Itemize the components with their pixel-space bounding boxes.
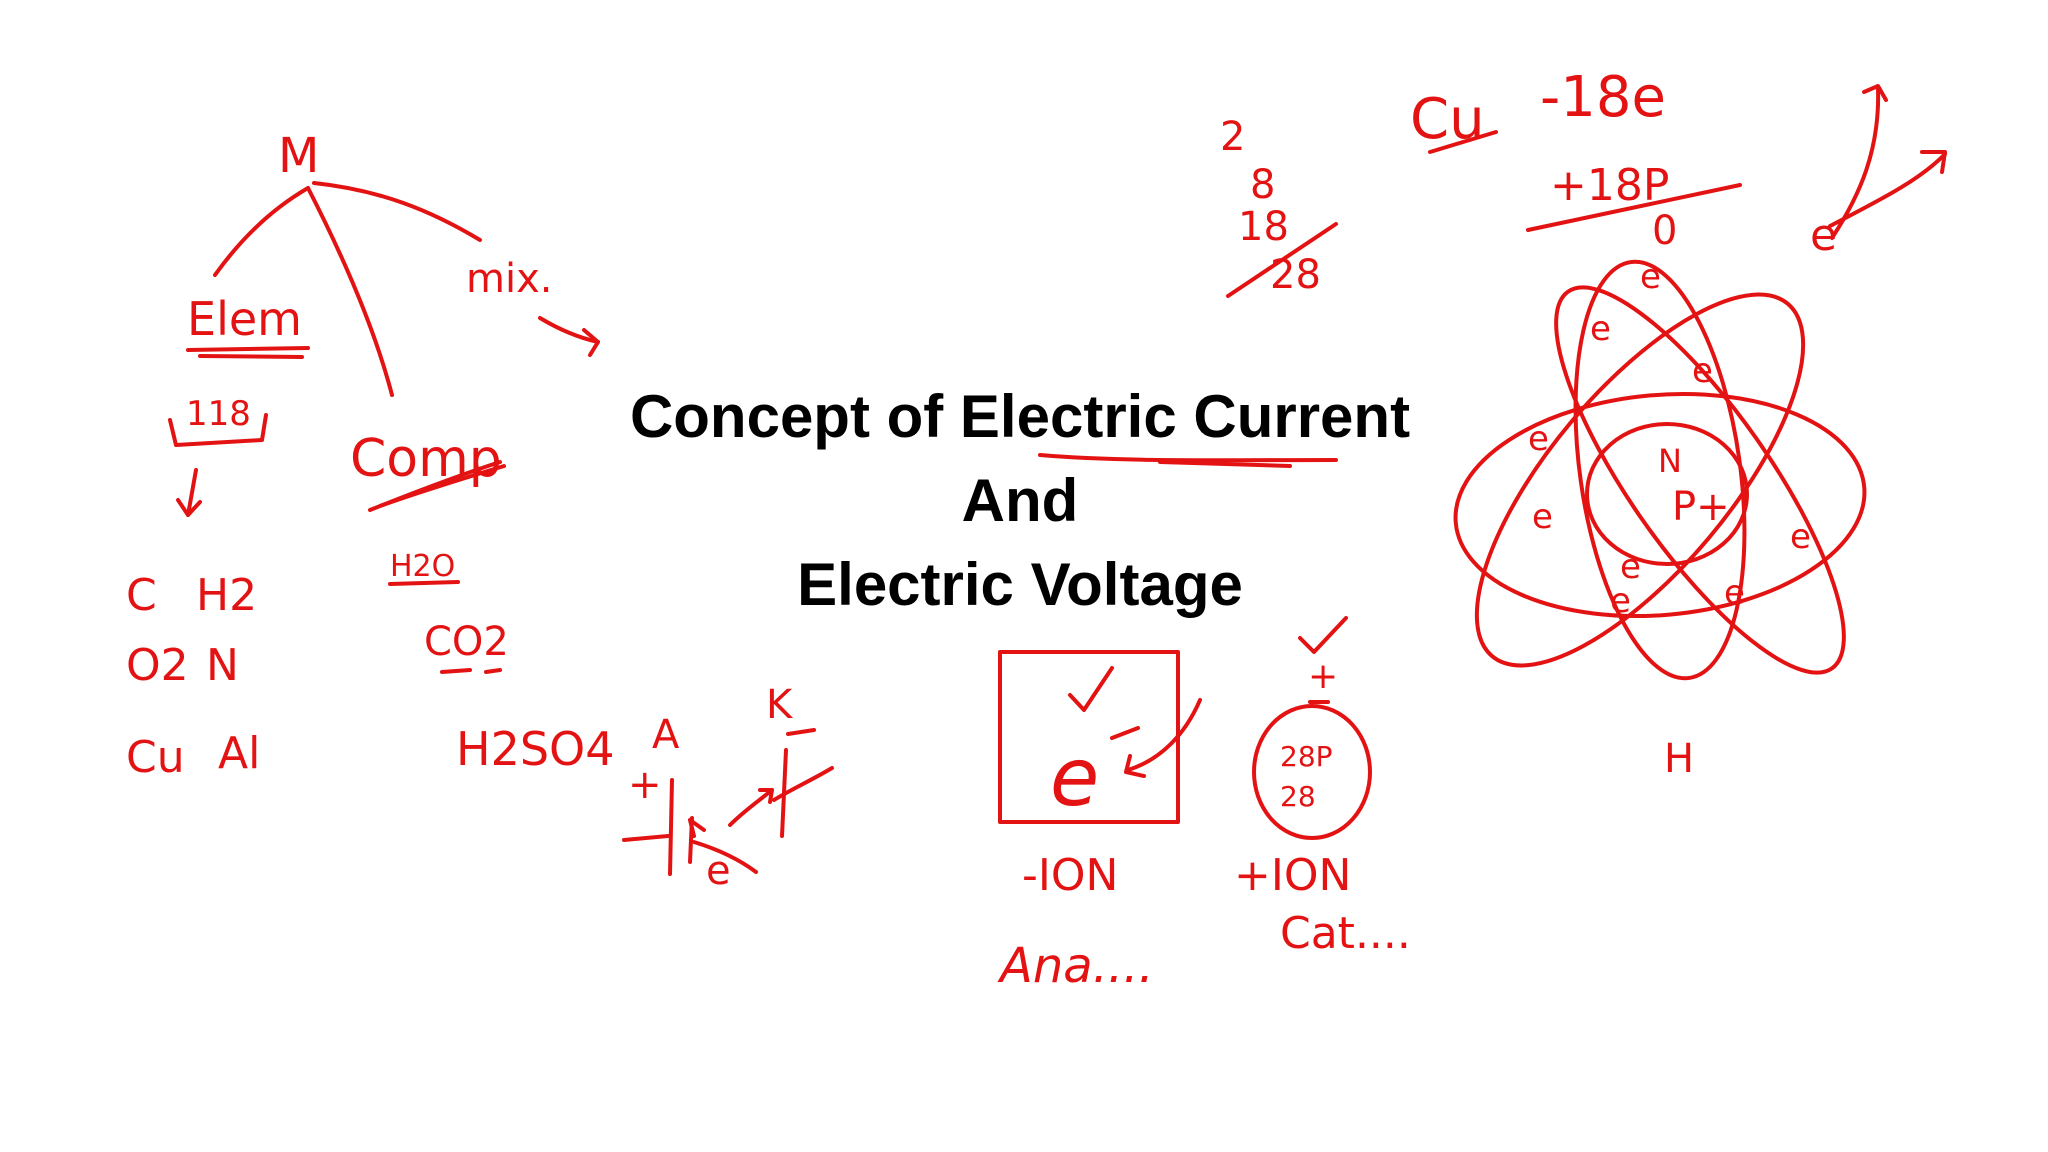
element-example-o2: O2 bbox=[126, 640, 189, 691]
anion-checkmark bbox=[1068, 666, 1114, 712]
tree-branch-element bbox=[213, 186, 310, 277]
element-example-al: Al bbox=[218, 728, 260, 779]
title-line-3: Electric Voltage bbox=[797, 551, 1243, 618]
tree-branch-compound bbox=[306, 186, 394, 397]
orbit-diagonal-2 bbox=[1554, 285, 1846, 675]
nucleus-circle bbox=[1585, 422, 1749, 566]
electron-label: e bbox=[706, 848, 731, 894]
slide-title: Concept of Electric Current And Electric… bbox=[560, 375, 1480, 627]
copper-charge: Cu -18e +18P 0 bbox=[1410, 65, 1742, 254]
element-down-arrowhead bbox=[176, 498, 202, 517]
element-underline-2 bbox=[198, 354, 304, 359]
cation-nucleus-bottom: 28 bbox=[1280, 780, 1316, 813]
copper-underline bbox=[1428, 130, 1498, 154]
element-example-n: N bbox=[206, 640, 239, 691]
electrode-sketch: A K + e bbox=[622, 682, 834, 894]
shell-3: 18 bbox=[1238, 204, 1289, 250]
anode-plate bbox=[668, 778, 674, 876]
title-line-1: Concept of Electric Current bbox=[629, 383, 1411, 450]
orbit-electron-4: e bbox=[1528, 419, 1549, 459]
element-underline bbox=[186, 346, 310, 352]
shell-total: 28 bbox=[1270, 252, 1321, 298]
orbit-electron-7: e bbox=[1610, 581, 1631, 621]
electron-escape-right bbox=[1828, 152, 1947, 228]
atom-model: N P+ e e e e e e e e e e H bbox=[1453, 84, 1947, 782]
element-example-cu: Cu bbox=[126, 732, 185, 783]
matter-root-label: M bbox=[278, 128, 319, 184]
orbit-electron-2: e bbox=[1590, 309, 1611, 349]
electron-arrowhead bbox=[688, 818, 706, 838]
shell-2: 8 bbox=[1250, 162, 1275, 208]
anion-minus bbox=[1110, 726, 1140, 740]
cation-label: +ION bbox=[1234, 850, 1351, 901]
cation-checkmark bbox=[1298, 616, 1348, 654]
element-example-h2: H2 bbox=[196, 570, 257, 621]
anion-label: -ION bbox=[1022, 850, 1118, 901]
electron-escape-up bbox=[1830, 86, 1881, 240]
title-underline bbox=[1038, 453, 1338, 463]
escape-right-head bbox=[1920, 150, 1947, 174]
tree-branch-mixture bbox=[312, 181, 482, 242]
co2-underline bbox=[440, 668, 502, 674]
h2o-underline bbox=[388, 580, 460, 586]
shell-1: 2 bbox=[1220, 114, 1245, 160]
anion-name: Ana.... bbox=[997, 938, 1154, 994]
orbit-electron-1: e bbox=[1640, 257, 1661, 297]
title-underline-2 bbox=[1158, 460, 1292, 468]
mixture-arrowhead bbox=[582, 328, 600, 357]
anion-electron-symbol: e bbox=[1050, 731, 1099, 824]
escape-up-head bbox=[1862, 84, 1888, 102]
compound-label: Comp bbox=[350, 429, 502, 489]
orbit-diagonal-1 bbox=[1474, 292, 1806, 668]
copper-net: 0 bbox=[1652, 208, 1677, 254]
hydrogen-label: H bbox=[1664, 736, 1694, 782]
compound-underline-2 bbox=[378, 464, 506, 508]
shell-sum: 2 8 18 28 bbox=[1220, 114, 1338, 298]
shell-sum-line bbox=[1226, 222, 1338, 298]
compound-example-h2so4: H2SO4 bbox=[456, 722, 615, 776]
orbit-electron-3: e bbox=[1692, 351, 1713, 391]
element-down-arrow bbox=[186, 468, 198, 517]
copper-sum-line bbox=[1526, 183, 1742, 232]
cation-circle bbox=[1252, 704, 1372, 840]
orbit-electron-5: e bbox=[1532, 497, 1553, 537]
anion-arrowhead bbox=[1124, 754, 1146, 778]
compound-example-co2: CO2 bbox=[424, 619, 509, 665]
cation-plus: + bbox=[1308, 656, 1338, 697]
copper-electrons: -18e bbox=[1540, 65, 1666, 130]
mixture-label: mix. bbox=[466, 256, 552, 302]
plus-sign: + bbox=[628, 762, 662, 808]
mixture-arrow bbox=[538, 316, 600, 344]
cathode-wire bbox=[772, 766, 834, 802]
ion-diagram: e -ION Ana.... + 28P 28 +ION Cat.... bbox=[997, 616, 1411, 994]
matter-tree: M Elem mix. 118 Comp C H2 O2 N Cu Al H2O bbox=[126, 128, 615, 783]
orbit-vertical bbox=[1573, 259, 1747, 681]
orbit-electron-8: e bbox=[1724, 573, 1745, 613]
cathode-tick bbox=[786, 728, 816, 736]
orbit-electron-6: e bbox=[1620, 547, 1641, 587]
orbit-horizontal bbox=[1453, 391, 1867, 619]
anion-arrow bbox=[1126, 698, 1202, 772]
copper-symbol: Cu bbox=[1410, 87, 1485, 152]
title-line-2: And bbox=[961, 467, 1079, 534]
compound-example-h2o: H2O bbox=[390, 549, 455, 584]
anode-wire bbox=[622, 834, 670, 842]
escaping-electron: e bbox=[1810, 210, 1837, 261]
cathode-label: K bbox=[766, 682, 794, 728]
orbit-electron-9: e bbox=[1790, 517, 1811, 557]
anode-label: A bbox=[652, 712, 680, 758]
element-count-bracket bbox=[168, 413, 268, 447]
element-example-c: C bbox=[126, 570, 157, 621]
electron-arrow-up-head bbox=[758, 788, 774, 804]
neutron-label: N bbox=[1658, 442, 1682, 480]
electron-arrow-up bbox=[728, 788, 774, 827]
cation-name: Cat.... bbox=[1280, 908, 1411, 959]
electron-path bbox=[692, 840, 758, 874]
element-count-label: 118 bbox=[186, 394, 251, 434]
element-label: Elem bbox=[187, 292, 302, 346]
cation-nucleus-top: 28P bbox=[1280, 740, 1333, 773]
